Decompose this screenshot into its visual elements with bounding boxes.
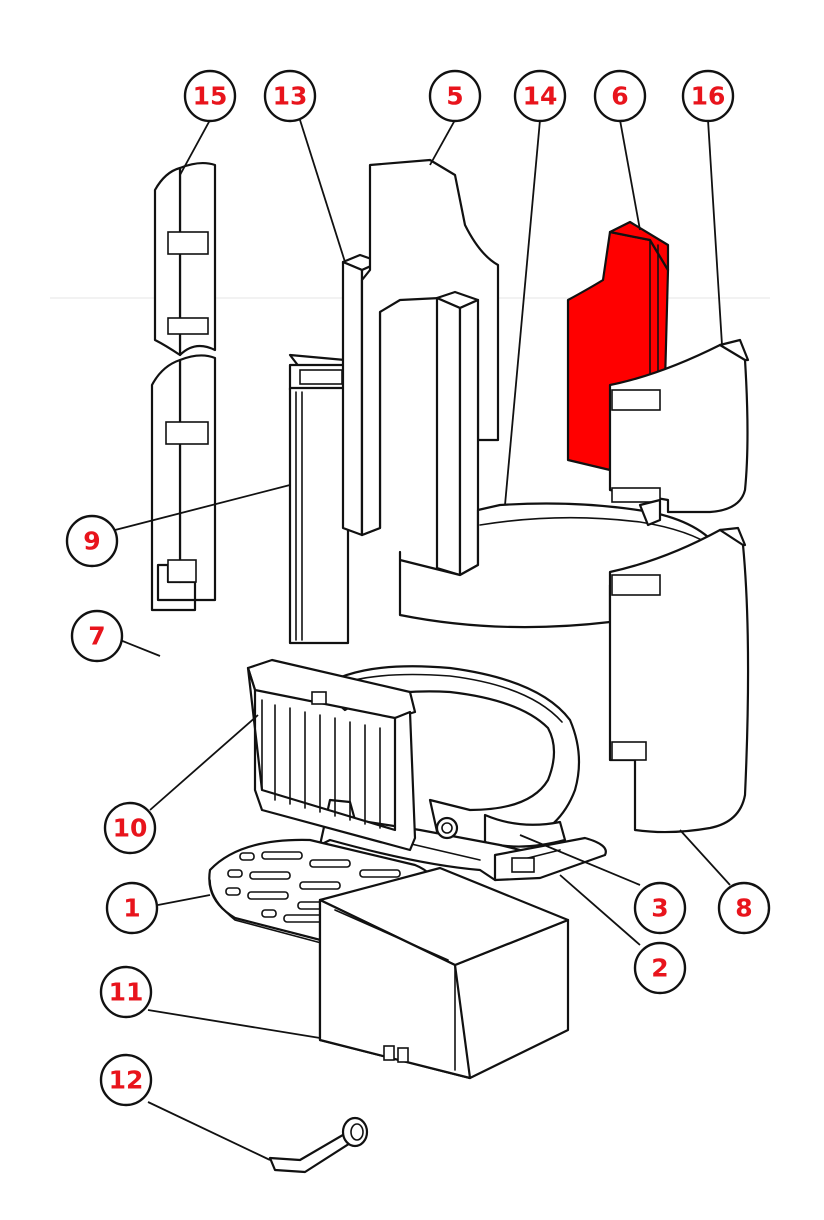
callout-12[interactable]: 12 [99, 1053, 153, 1107]
callout-10[interactable]: 10 [103, 801, 157, 855]
callout-5-label: 5 [446, 82, 463, 111]
callout-2[interactable]: 2 [633, 941, 687, 995]
callout-1[interactable]: 1 [105, 881, 159, 935]
part-8-lower-right-side-brick[interactable] [608, 526, 750, 834]
callout-9[interactable]: 9 [65, 514, 119, 568]
part-11-ash-box[interactable] [318, 866, 570, 1080]
callout-15[interactable]: 15 [183, 69, 237, 123]
callout-16[interactable]: 16 [681, 69, 735, 123]
callout-13[interactable]: 13 [263, 69, 317, 123]
callout-14-label: 14 [523, 82, 558, 111]
callout-9-label: 9 [83, 527, 100, 556]
callout-14[interactable]: 14 [513, 69, 567, 123]
callout-1-label: 1 [123, 894, 140, 923]
callout-3-label: 3 [651, 894, 668, 923]
callout-15-label: 15 [193, 82, 228, 111]
callout-3[interactable]: 3 [633, 881, 687, 935]
callout-13-label: 13 [273, 82, 308, 111]
callout-6[interactable]: 6 [593, 69, 647, 123]
callout-7[interactable]: 7 [70, 609, 124, 663]
callout-8[interactable]: 8 [717, 881, 771, 935]
part-16-upper-right-side-brick[interactable] [608, 338, 750, 527]
callout-7-label: 7 [88, 622, 105, 651]
callout-10-label: 10 [113, 814, 148, 843]
part-14-rear-ring[interactable] [398, 502, 722, 629]
callout-6-label: 6 [611, 82, 628, 111]
part-7-lower-left-side-brick[interactable] [150, 354, 217, 612]
leader-lines [114, 119, 731, 1161]
callout-2-label: 2 [651, 954, 668, 983]
part-12-handle[interactable] [268, 1116, 369, 1174]
callout-16-label: 16 [691, 82, 726, 111]
callout-8-label: 8 [735, 894, 752, 923]
callout-12-label: 12 [109, 1066, 144, 1095]
callout-5[interactable]: 5 [428, 69, 482, 123]
callout-11-label: 11 [109, 978, 144, 1007]
part-10-front-grate[interactable] [246, 658, 417, 852]
callout-11[interactable]: 11 [99, 965, 153, 1019]
part-5-rear-back-brick[interactable] [360, 158, 500, 577]
part-15-upper-left-side-brick[interactable] [153, 161, 217, 357]
